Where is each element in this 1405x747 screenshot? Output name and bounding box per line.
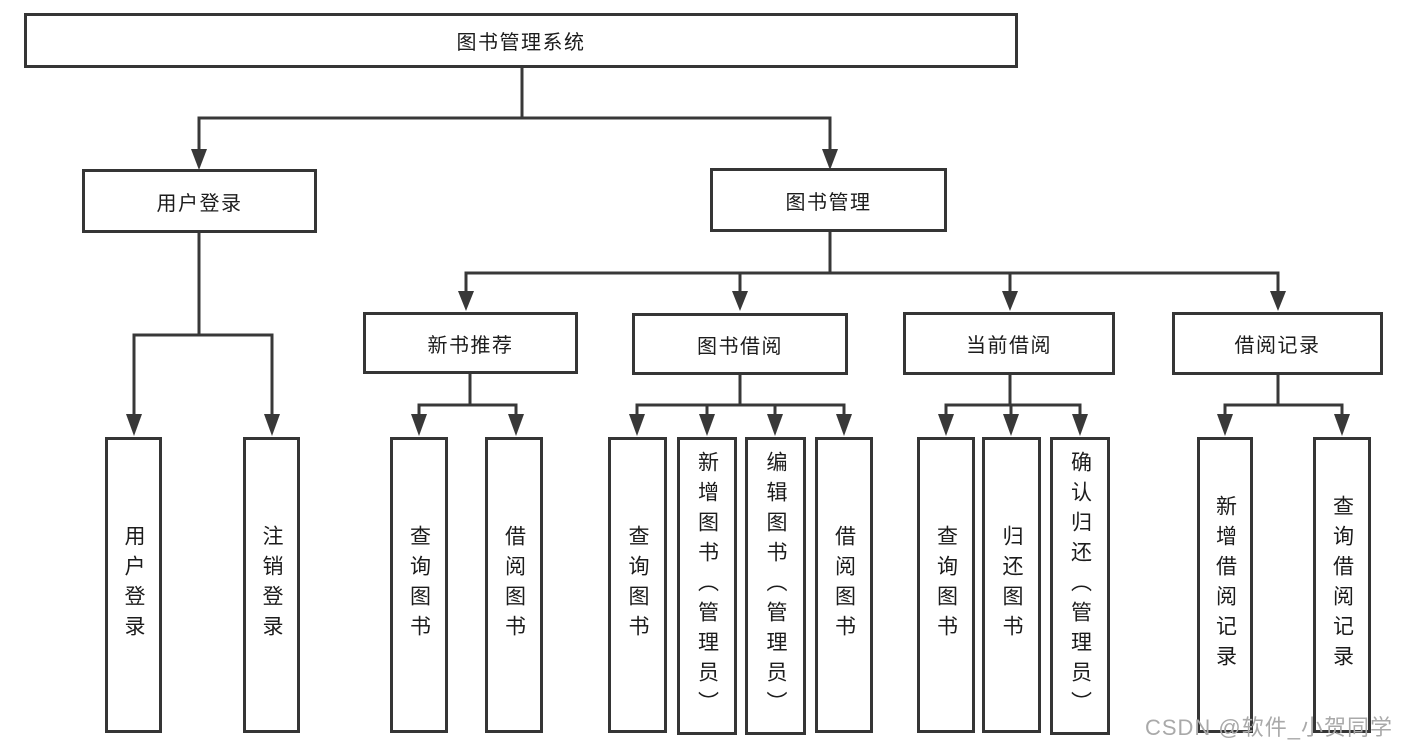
node-borrow-records: 借阅记录 xyxy=(1172,312,1383,375)
leaf-records-add-record: 新增借阅记录 xyxy=(1197,437,1253,733)
arrowhead xyxy=(458,291,474,311)
leaf-user-login: 用户登录 xyxy=(105,437,162,733)
leaf-current-return-books-label: 归还图书 xyxy=(1000,525,1023,645)
leaf-newbook-borrow-books-label: 借阅图书 xyxy=(502,525,526,645)
arrowhead xyxy=(126,414,142,436)
arrowhead xyxy=(508,414,524,436)
leaf-borrow-query-books-label: 查询图书 xyxy=(626,525,649,645)
node-book-borrow: 图书借阅 xyxy=(632,313,848,375)
arrowhead xyxy=(836,414,852,436)
leaf-borrow-edit-books-admin: 编辑图书（管理员） xyxy=(745,437,806,735)
leaf-borrow-edit-books-admin-label: 编辑图书（管理员） xyxy=(764,451,787,721)
leaf-borrow-add-books-admin-label: 新增图书（管理员） xyxy=(695,451,719,721)
node-new-book-recommend: 新书推荐 xyxy=(363,312,578,374)
connector-root-split xyxy=(191,65,838,170)
node-root: 图书管理系统 xyxy=(24,13,1018,68)
connector-book-borrow-split xyxy=(629,372,852,436)
node-current-borrow-label: 当前借阅 xyxy=(966,335,1052,357)
leaf-current-return-books: 归还图书 xyxy=(982,437,1041,733)
arrowhead xyxy=(629,414,645,436)
node-user-login-label: 用户登录 xyxy=(156,192,243,215)
node-current-borrow: 当前借阅 xyxy=(903,312,1115,375)
arrowhead xyxy=(1334,414,1350,436)
leaf-logout-label: 注销登录 xyxy=(260,525,283,645)
leaf-current-confirm-return-admin-label: 确认归还（管理员） xyxy=(1068,451,1092,721)
leaf-borrow-borrow-books: 借阅图书 xyxy=(815,437,873,733)
arrowhead xyxy=(1217,414,1233,436)
node-book-management: 图书管理 xyxy=(710,168,947,232)
arrowhead xyxy=(1002,291,1018,311)
leaf-records-query-record-label: 查询借阅记录 xyxy=(1330,495,1354,675)
leaf-newbook-borrow-books: 借阅图书 xyxy=(485,437,543,733)
leaf-current-query-books-label: 查询图书 xyxy=(934,525,958,645)
connector-user-login-split xyxy=(126,230,280,436)
node-book-borrow-label: 图书借阅 xyxy=(697,335,783,358)
connector-borrow-records-split xyxy=(1217,371,1350,436)
arrowhead xyxy=(264,414,280,436)
arrowhead xyxy=(699,414,715,436)
node-root-label: 图书管理系统 xyxy=(456,32,586,54)
arrowhead xyxy=(1270,291,1286,311)
node-new-book-recommend-label: 新书推荐 xyxy=(427,334,514,357)
leaf-logout: 注销登录 xyxy=(243,437,300,733)
leaf-borrow-borrow-books-label: 借阅图书 xyxy=(832,525,856,645)
csdn-watermark: CSDN @软件_小贺同学 xyxy=(1144,715,1393,740)
leaf-borrow-add-books-admin: 新增图书（管理员） xyxy=(677,437,737,735)
arrowhead xyxy=(822,149,838,170)
leaf-newbook-query-books: 查询图书 xyxy=(390,437,448,733)
leaf-records-add-record-label: 新增借阅记录 xyxy=(1213,495,1237,675)
connector-book-management-split xyxy=(458,229,1286,311)
connector-new-book-split xyxy=(411,371,524,436)
node-user-login: 用户登录 xyxy=(82,169,317,233)
arrowhead xyxy=(1003,414,1019,436)
leaf-records-query-record: 查询借阅记录 xyxy=(1313,437,1371,733)
arrowhead xyxy=(767,414,783,436)
arrowhead xyxy=(732,291,748,311)
arrowhead xyxy=(191,149,207,170)
leaf-newbook-query-books-label: 查询图书 xyxy=(407,525,431,645)
node-book-management-label: 图书管理 xyxy=(785,191,872,214)
leaf-borrow-query-books: 查询图书 xyxy=(608,437,667,733)
arrowhead xyxy=(1072,414,1088,436)
leaf-current-query-books: 查询图书 xyxy=(917,437,975,733)
connector-current-borrow-split xyxy=(938,371,1088,436)
arrowhead xyxy=(938,414,954,436)
leaf-current-confirm-return-admin: 确认归还（管理员） xyxy=(1050,437,1110,735)
arrowhead xyxy=(411,414,427,436)
node-borrow-records-label: 借阅记录 xyxy=(1234,335,1321,357)
leaf-user-login-label: 用户登录 xyxy=(122,525,145,645)
